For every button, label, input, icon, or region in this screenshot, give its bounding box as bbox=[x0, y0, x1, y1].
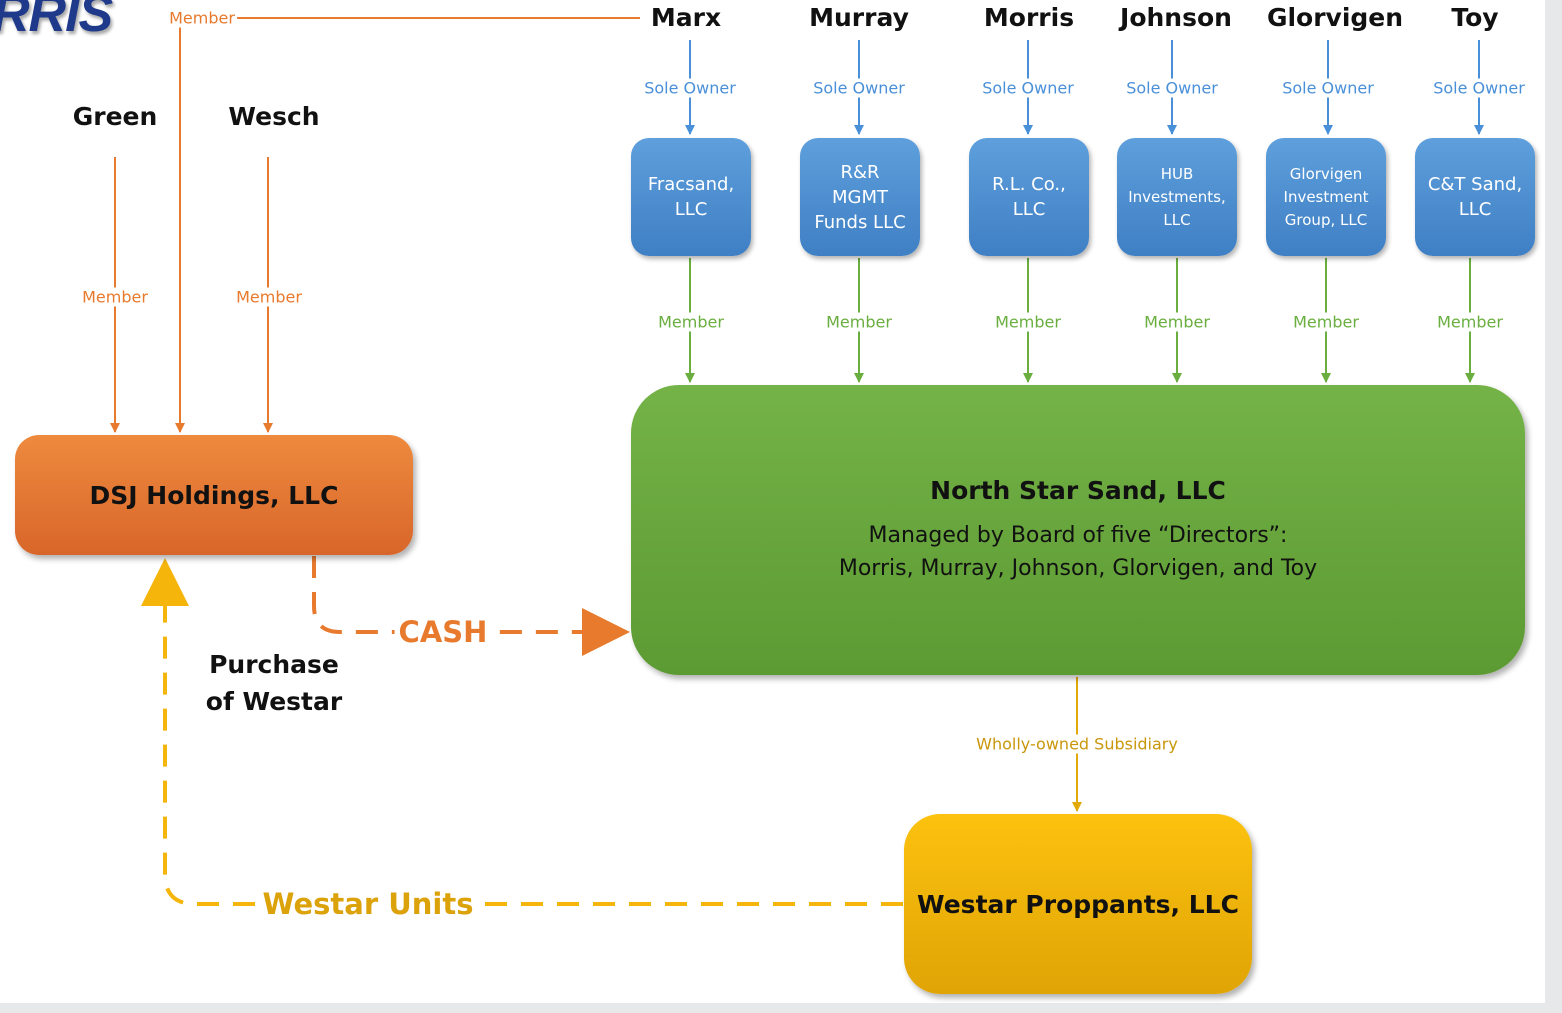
edge-label-sole-owner-morris: Sole Owner bbox=[980, 78, 1076, 98]
person-marx: Marx bbox=[650, 3, 722, 32]
entity-line: R.L. Co., bbox=[992, 174, 1066, 195]
edge-label-member-rr: Member bbox=[824, 312, 894, 332]
westar-proppants-title: Westar Proppants, LLC bbox=[917, 889, 1239, 919]
person-morris: Morris bbox=[983, 3, 1075, 32]
edge-label-sole-owner-murray: Sole Owner bbox=[811, 78, 907, 98]
entity-line: MGMT bbox=[831, 186, 888, 208]
marx-member-line bbox=[175, 17, 640, 433]
north-star-sand-title: North Star Sand, LLC bbox=[930, 475, 1226, 505]
westar-units-arrowhead bbox=[141, 558, 189, 606]
entity-line: R&R bbox=[840, 161, 880, 183]
entity-line: C&T Sand, bbox=[1427, 174, 1523, 195]
edge-label-member-rl: Member bbox=[993, 312, 1063, 332]
edge-label-member-green: Member bbox=[80, 287, 150, 307]
company-logo: RRIS bbox=[0, 0, 113, 43]
person-murray: Murray bbox=[809, 3, 909, 32]
cash-flow-label: CASH bbox=[394, 615, 492, 649]
edge-label-member-wesch: Member bbox=[234, 287, 304, 307]
entity-line: Fracsand, bbox=[647, 174, 735, 195]
entity-line: Funds LLC bbox=[814, 211, 906, 233]
entity-line: LLC bbox=[674, 199, 708, 220]
entity-line: LLC bbox=[1012, 199, 1046, 220]
westar-proppants-box: Westar Proppants, LLC bbox=[904, 814, 1252, 994]
entity-box-fracsand: Fracsand, LLC bbox=[631, 138, 751, 256]
westar-units-line bbox=[163, 604, 903, 906]
purchase-of-westar-label: Purchase of Westar bbox=[206, 646, 342, 720]
person-johnson: Johnson bbox=[1120, 3, 1232, 32]
dsj-holdings-box: DSJ Holdings, LLC bbox=[15, 435, 413, 555]
purchase-line-1: Purchase bbox=[209, 650, 339, 679]
north-star-sand-box: North Star Sand, LLC Managed by Board of… bbox=[631, 385, 1525, 675]
entity-box-rr-mgmt: R&R MGMT Funds LLC bbox=[800, 138, 920, 256]
edge-label-member-marx-dsj: Member bbox=[167, 8, 237, 28]
edge-label-sole-owner-glorvigen: Sole Owner bbox=[1280, 78, 1376, 98]
edge-label-member-fracsand: Member bbox=[656, 312, 726, 332]
person-toy: Toy bbox=[1451, 3, 1499, 32]
person-glorvigen: Glorvigen bbox=[1266, 3, 1404, 32]
edge-label-sole-owner-marx: Sole Owner bbox=[642, 78, 738, 98]
edge-label-member-glorvigen: Member bbox=[1291, 312, 1361, 332]
dsj-holdings-title: DSJ Holdings, LLC bbox=[89, 480, 339, 510]
person-wesch: Wesch bbox=[228, 102, 320, 131]
purchase-line-2: of Westar bbox=[205, 687, 343, 716]
entity-box-hub: HUB Investments, LLC bbox=[1117, 138, 1237, 256]
westar-units-flow-label: Westar Units bbox=[258, 887, 478, 921]
person-green: Green bbox=[72, 102, 158, 131]
cash-arrowhead bbox=[582, 608, 630, 656]
entity-line: Glorvigen bbox=[1289, 164, 1363, 183]
edge-label-member-hub: Member bbox=[1142, 312, 1212, 332]
edge-label-member-ct: Member bbox=[1435, 312, 1505, 332]
cash-flow-line bbox=[312, 556, 585, 634]
edge-label-sole-owner-johnson: Sole Owner bbox=[1124, 78, 1220, 98]
entity-box-ct-sand: C&T Sand, LLC bbox=[1415, 138, 1535, 256]
north-star-subtitle-line2: Morris, Murray, Johnson, Glorvigen, and … bbox=[838, 555, 1318, 581]
edge-label-sole-owner-toy: Sole Owner bbox=[1431, 78, 1527, 98]
entity-line: LLC bbox=[1458, 199, 1492, 220]
entity-line: HUB bbox=[1160, 164, 1194, 183]
north-star-sand-subtitle: Managed by Board of five “Directors”: Mo… bbox=[839, 519, 1317, 585]
entity-line: Investments, bbox=[1128, 187, 1226, 206]
north-star-subtitle-line1: Managed by Board of five “Directors”: bbox=[868, 522, 1288, 548]
entity-box-rl-co: R.L. Co., LLC bbox=[969, 138, 1089, 256]
entity-line: Investment bbox=[1283, 187, 1369, 206]
entity-line: LLC bbox=[1163, 210, 1191, 229]
entity-line: Group, LLC bbox=[1284, 210, 1368, 229]
org-chart-canvas: RRIS bbox=[0, 0, 1545, 1003]
edge-label-wholly-owned: Wholly-owned Subsidiary bbox=[974, 734, 1180, 754]
